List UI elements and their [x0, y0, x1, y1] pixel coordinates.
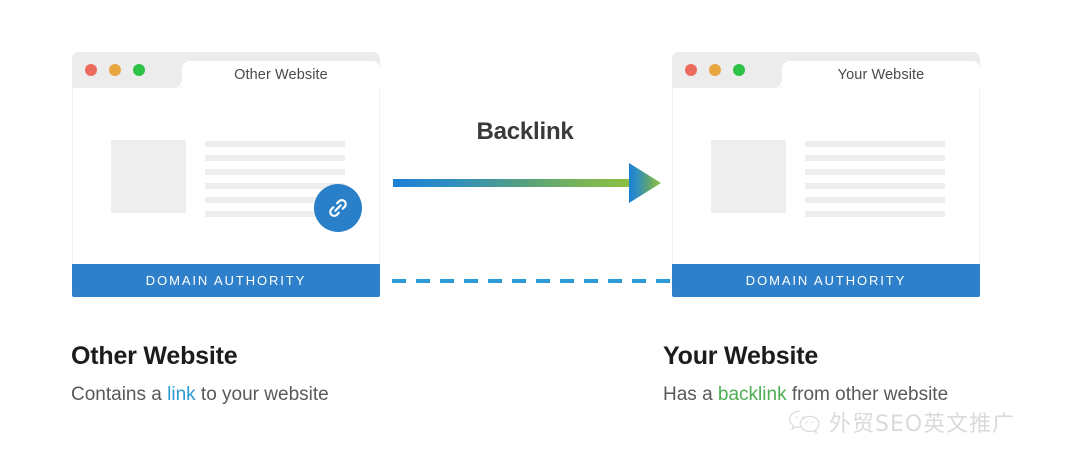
- browser-card-your-website: Your Website DOMAIN AUTHORITY: [672, 52, 980, 297]
- text-line: [805, 169, 945, 175]
- text-line: [205, 155, 345, 161]
- caption-other-website: Other Website Contains a link to your we…: [71, 342, 491, 407]
- maximize-dot-icon[interactable]: [133, 64, 145, 76]
- text-line: [205, 183, 345, 189]
- domain-authority-bar: DOMAIN AUTHORITY: [72, 264, 380, 297]
- text-line: [805, 183, 945, 189]
- minimize-dot-icon[interactable]: [109, 64, 121, 76]
- maximize-dot-icon[interactable]: [733, 64, 745, 76]
- backlink-arrow: [393, 163, 661, 203]
- caption-your-website: Your Website Has a backlink from other w…: [663, 342, 1080, 407]
- domain-authority-connector: [392, 279, 672, 283]
- browser-tab-label: Other Website: [234, 66, 328, 83]
- browser-chrome: Your Website: [672, 52, 980, 88]
- minimize-dot-icon[interactable]: [709, 64, 721, 76]
- browser-chrome: Other Website: [72, 52, 380, 88]
- text-line: [205, 169, 345, 175]
- text-line: [805, 141, 945, 147]
- caption-text-after: from other website: [786, 383, 949, 405]
- connector-label: Backlink: [476, 118, 574, 145]
- image-placeholder: [111, 140, 186, 213]
- text-line: [805, 211, 945, 217]
- page-viewport: [672, 88, 980, 265]
- link-icon: [329, 199, 347, 217]
- domain-authority-label: DOMAIN AUTHORITY: [745, 273, 907, 288]
- text-line: [205, 141, 345, 147]
- caption-highlight-link[interactable]: link: [167, 383, 196, 405]
- text-line: [805, 197, 945, 203]
- window-controls: [85, 64, 145, 76]
- wechat-icon: [788, 410, 820, 434]
- window-controls: [685, 64, 745, 76]
- link-badge[interactable]: [314, 184, 362, 232]
- caption-heading: Your Website: [663, 342, 819, 370]
- caption-text: Contains a link to your website: [71, 384, 491, 407]
- watermark: 外贸SEO英文推广: [788, 406, 1015, 438]
- browser-tab-your-website[interactable]: Your Website: [782, 61, 980, 88]
- browser-tab-other-website[interactable]: Other Website: [182, 61, 380, 88]
- text-line: [205, 211, 345, 217]
- page-viewport: [72, 88, 380, 265]
- caption-heading: Other Website: [71, 342, 238, 370]
- text-placeholder-lines: [205, 141, 345, 225]
- caption-highlight-backlink[interactable]: backlink: [717, 383, 787, 405]
- close-dot-icon[interactable]: [685, 64, 697, 76]
- watermark-text: 外贸SEO英文推广: [829, 412, 1016, 437]
- caption-text-before: Has a: [663, 383, 718, 405]
- caption-text: Has a backlink from other website: [663, 384, 1080, 407]
- browser-tab-label: Your Website: [837, 66, 925, 83]
- text-line: [805, 155, 945, 161]
- image-placeholder: [711, 140, 786, 213]
- caption-text-after: to your website: [195, 383, 329, 405]
- domain-authority-label: DOMAIN AUTHORITY: [145, 273, 307, 288]
- text-line: [205, 197, 345, 203]
- domain-authority-bar: DOMAIN AUTHORITY: [672, 264, 980, 297]
- text-placeholder-lines: [805, 141, 945, 225]
- close-dot-icon[interactable]: [85, 64, 97, 76]
- caption-text-before: Contains a: [71, 383, 168, 405]
- browser-card-other-website: Other Website: [72, 52, 380, 297]
